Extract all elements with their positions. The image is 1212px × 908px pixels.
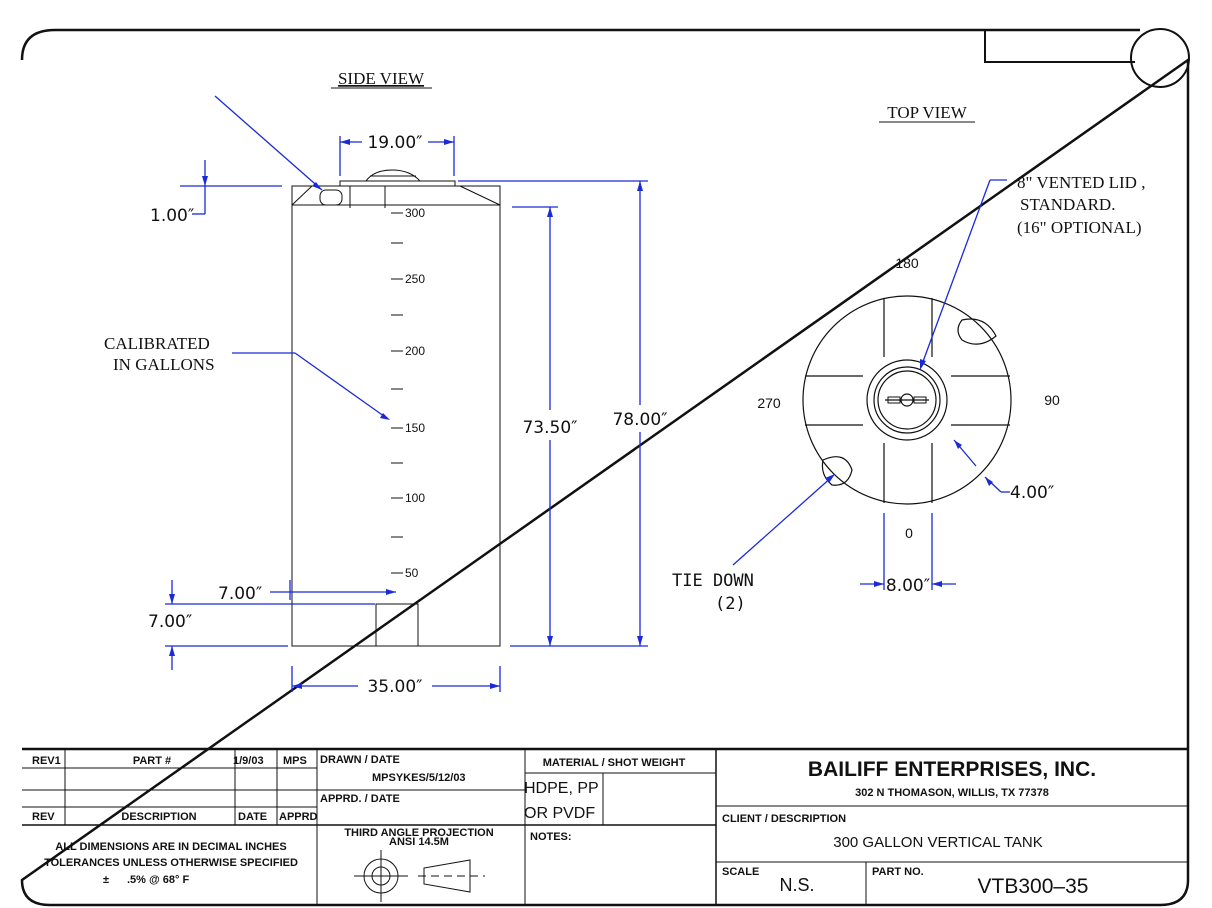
dim-lid-height: 1.00″ — [150, 160, 282, 226]
description-label: DESCRIPTION — [121, 811, 196, 823]
notes-label: NOTES: — [530, 831, 572, 843]
scale-label-100: 100 — [405, 491, 425, 505]
client-label: CLIENT / DESCRIPTION — [722, 813, 846, 825]
dim-tiedown-value: 4.00″ — [1010, 483, 1054, 503]
dim-lid-height-value: 1.00″ — [150, 206, 194, 226]
dim-width-value: 35.00″ — [367, 677, 422, 697]
client-value: 300 GALLON VERTICAL TANK — [833, 834, 1043, 851]
part-label: PART # — [133, 755, 171, 767]
tie-down-line2: (2) — [715, 594, 746, 614]
dim-band-value: 8.00″ — [886, 576, 930, 596]
lid-inner-ring — [873, 366, 941, 434]
radial-ribs — [805, 298, 1010, 503]
material-line1: HDPE, PP — [524, 780, 599, 797]
dim-calibrated-height-value: 73.50″ — [522, 418, 577, 438]
tolerance-line1: ALL DIMENSIONS ARE IN DECIMAL INCHES — [55, 841, 286, 853]
drawing-border — [20, 28, 1190, 907]
part-no-value: VTB300–35 — [978, 875, 1089, 898]
approved-label: APPRD. / DATE — [320, 793, 400, 805]
date-label: DATE — [238, 811, 267, 823]
lid-note: 8" VENTED LID , STANDARD. (16" OPTIONAL) — [920, 173, 1145, 370]
rev-label: REV — [32, 811, 55, 823]
tolerance-line3: .5% @ 68° F — [127, 874, 189, 886]
dim-band: 8.00″ — [860, 513, 956, 596]
tie-down-pocket-upper — [957, 318, 997, 345]
third-angle-projection-symbol — [354, 850, 485, 902]
lid-outer-ring — [866, 359, 948, 441]
material-line2: OR PVDF — [524, 805, 595, 822]
tolerance-plus-minus: ± — [103, 874, 109, 886]
dim-top-width-value: 19.00″ — [367, 133, 422, 153]
dome-top — [339, 180, 456, 186]
lid-note-line1: 8" VENTED LID , — [1017, 173, 1145, 192]
rev1-label: REV1 — [32, 755, 61, 767]
scale-label-300: 300 — [405, 206, 425, 220]
angle-label-270: 270 — [757, 395, 781, 411]
side-view: SIDE VIEW 300 250 200 150 — [104, 69, 668, 697]
outlet-fitting — [375, 603, 419, 647]
drawn-value: MPSYKES/5/12/03 — [372, 772, 466, 784]
material-label: MATERIAL / SHOT WEIGHT — [543, 757, 686, 769]
rev1-by: MPS — [283, 755, 307, 767]
angle-label-180: 180 — [895, 255, 919, 271]
dim-width: 35.00″ — [291, 666, 501, 697]
tie-down-pocket-lower — [821, 456, 853, 486]
scale-label-50: 50 — [405, 566, 419, 580]
lid-note-line3: (16" OPTIONAL) — [1017, 218, 1142, 237]
corner-circle — [1130, 28, 1190, 88]
vented-lid-profile — [365, 169, 422, 182]
drawn-label: DRAWN / DATE — [320, 754, 400, 766]
company-name: BAILIFF ENTERPRISES, INC. — [808, 758, 1096, 781]
scale-label: SCALE — [722, 866, 759, 878]
company-address: 302 N THOMASON, WILLIS, TX 77378 — [855, 787, 1049, 799]
dim-outlet-offset-a-value: 7.00″ — [218, 584, 262, 604]
rev1-date: 1/9/03 — [233, 755, 264, 767]
callout-calibrated-line1: CALIBRATED — [104, 334, 210, 353]
dim-top-width: 19.00″ — [339, 133, 455, 176]
tank-top-outline — [802, 295, 1012, 505]
dim-tiedown: 4.00″ — [953, 439, 1054, 503]
part-no-label: PART NO. — [872, 866, 924, 878]
bung-leader — [214, 95, 323, 191]
angle-label-0: 0 — [905, 525, 913, 541]
tie-down-callout: TIE DOWN (2) — [672, 474, 835, 614]
gallon-scale: 300 250 200 150 100 50 — [391, 206, 425, 580]
apprd-label: APPRD — [279, 811, 318, 823]
scale-label-250: 250 — [405, 272, 425, 286]
vent-hub — [900, 393, 914, 407]
title-block: REV1 PART # 1/9/03 MPS REV DESCRIPTION D… — [22, 747, 1188, 905]
scale-label-200: 200 — [405, 344, 425, 358]
angle-label-90: 90 — [1044, 392, 1060, 408]
bung — [319, 189, 343, 206]
projection-line2: ANSI 14.5M — [389, 836, 449, 848]
callout-calibrated: CALIBRATED IN GALLONS — [104, 334, 390, 420]
tie-down-line1: TIE DOWN — [672, 571, 754, 591]
top-view: TOP VIEW 180 90 0 270 8" VENTED LID , ST… — [672, 103, 1145, 614]
dim-outlet-offsets: 7.00″ 7.00″ — [148, 580, 396, 670]
dim-outlet-offset-b-value: 7.00″ — [148, 612, 192, 632]
side-view-title: SIDE VIEW — [338, 69, 425, 88]
lid-note-line2: STANDARD. — [1020, 195, 1115, 214]
scale-label-150: 150 — [405, 421, 425, 435]
top-view-title: TOP VIEW — [887, 103, 967, 122]
callout-calibrated-line2: IN GALLONS — [113, 355, 215, 374]
projection-line1: THIRD ANGLE PROJECTION — [344, 827, 493, 839]
dim-total-height: 78.00″ — [458, 180, 668, 647]
tolerance-line2: TOLERANCES UNLESS OTHERWISE SPECIFIED — [44, 857, 298, 869]
scale-value: N.S. — [779, 875, 814, 895]
tank-body — [291, 185, 501, 647]
dim-total-height-value: 78.00″ — [612, 410, 667, 430]
dim-calibrated-height: 73.50″ — [510, 206, 578, 647]
